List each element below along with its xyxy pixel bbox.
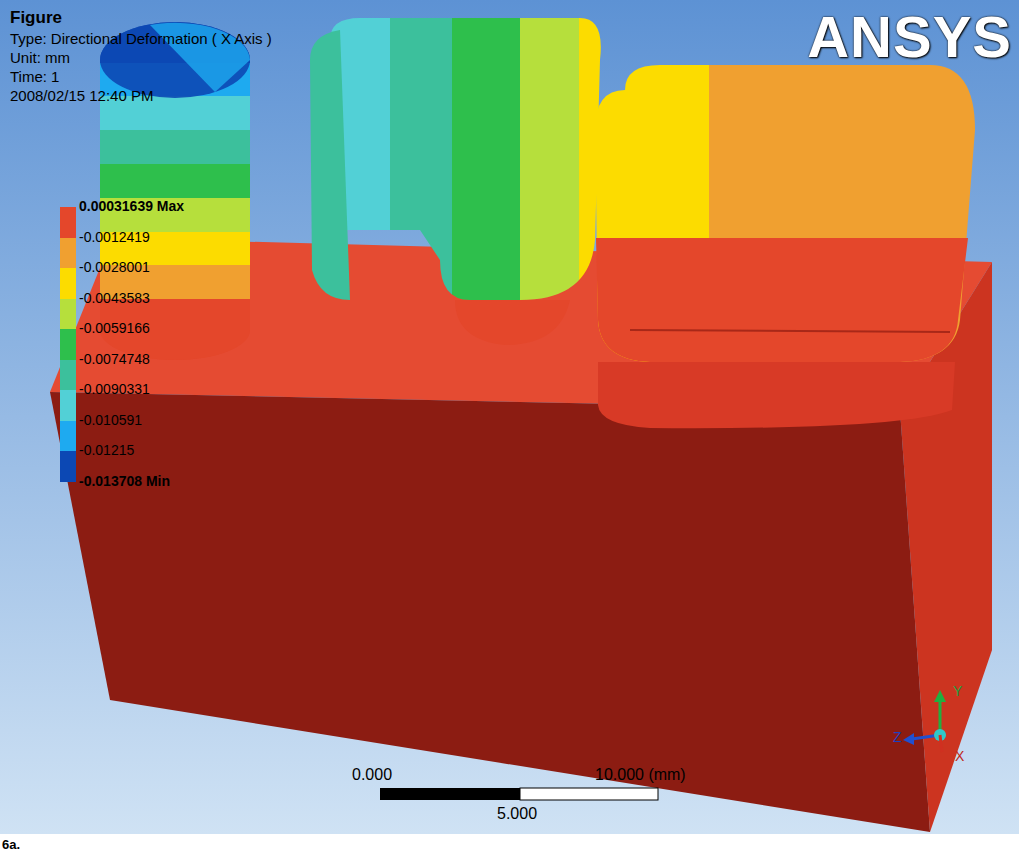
annotation-label: 5.000: [497, 805, 537, 823]
annotation-label: X: [955, 748, 964, 764]
legend-swatch: [60, 207, 76, 238]
legend-value: -0.013708 Min: [79, 473, 170, 489]
legend-swatch: [60, 329, 76, 360]
annotation-label: Type: Directional Deformation ( X Axis ): [10, 30, 272, 47]
annotation-label: Time: 1: [10, 68, 59, 85]
legend-value: -0.01215: [79, 442, 134, 458]
legend-swatch: [60, 421, 76, 452]
annotation-label: 10.000 (mm): [595, 766, 686, 784]
annotation-label: 6a.: [2, 838, 20, 853]
legend-swatch: [60, 268, 76, 299]
legend-value: -0.010591: [79, 412, 142, 428]
legend-swatch: [60, 451, 76, 482]
legend-swatch: [60, 238, 76, 269]
legend-value: -0.0074748: [79, 351, 150, 367]
annotation-label: Figure: [10, 8, 62, 28]
legend-value: -0.0090331: [79, 381, 150, 397]
annotation-label: 2008/02/15 12:40 PM: [10, 87, 153, 104]
legend-value: -0.0059166: [79, 320, 150, 336]
legend-swatch: [60, 299, 76, 330]
annotation-label: Z: [893, 729, 902, 745]
logo-text: ANSYS: [807, 4, 1012, 71]
legend-value: -0.0028001: [79, 259, 150, 275]
annotation-label: 0.000: [352, 766, 392, 784]
legend-value: 0.00031639 Max: [79, 198, 184, 214]
legend-swatch: [60, 360, 76, 391]
annotation-label: Unit: mm: [10, 49, 70, 66]
annotation-label: Y: [953, 683, 962, 699]
legend-swatch: [60, 390, 76, 421]
legend-value: -0.0043583: [79, 290, 150, 306]
legend-value: -0.0012419: [79, 229, 150, 245]
